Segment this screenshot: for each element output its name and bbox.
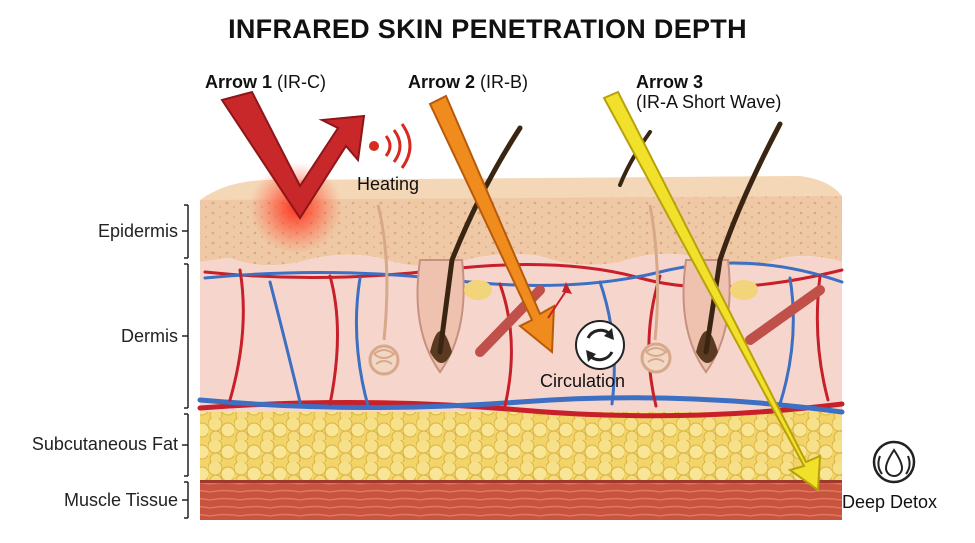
layer-label-dermis: Dermis [121,326,178,346]
layer-label-subcutaneous-fat: Subcutaneous Fat [31,434,178,454]
epidermis-layer [200,196,842,267]
layer-label-epidermis: Epidermis [97,221,178,241]
arrow-3-band: (IR-A Short Wave) [636,92,782,112]
arrow-2-ir-b [428,94,572,355]
arrow-3-name: Arrow 3 [636,72,704,92]
heating-label: Heating [357,174,420,194]
layer-brackets [182,204,189,519]
blood-vessels [197,261,845,419]
arrow-1-band: (IR-C) [277,72,327,92]
arrow-2-band: (IR-B) [480,72,529,92]
arrow-1-label: Arrow 1 (IR-C) [205,72,326,93]
circulation-label: Circulation [540,371,626,391]
muscle-tissue-layer [200,480,842,520]
layer-label-muscle-tissue: Muscle Tissue [63,490,178,510]
arrow-2-label: Arrow 2 (IR-B) [408,72,528,93]
droplet-cycle-icon [872,440,916,484]
arrow-1-ir-c [220,90,366,220]
arrow-3-ir-a [602,90,822,492]
sweat-glands [368,204,672,376]
arrow-2-name: Arrow 2 [408,72,476,92]
circular-arrows-icon [575,320,625,370]
page-title: INFRARED SKIN PENETRATION DEPTH [228,14,747,44]
deep-detox-label: Deep Detox [842,492,938,512]
radiating-heat-icon [369,123,412,169]
subcutaneous-fat-layer [200,412,842,480]
arrow-3-label: Arrow 3 [636,72,703,93]
arrow-1-name: Arrow 1 [205,72,273,92]
